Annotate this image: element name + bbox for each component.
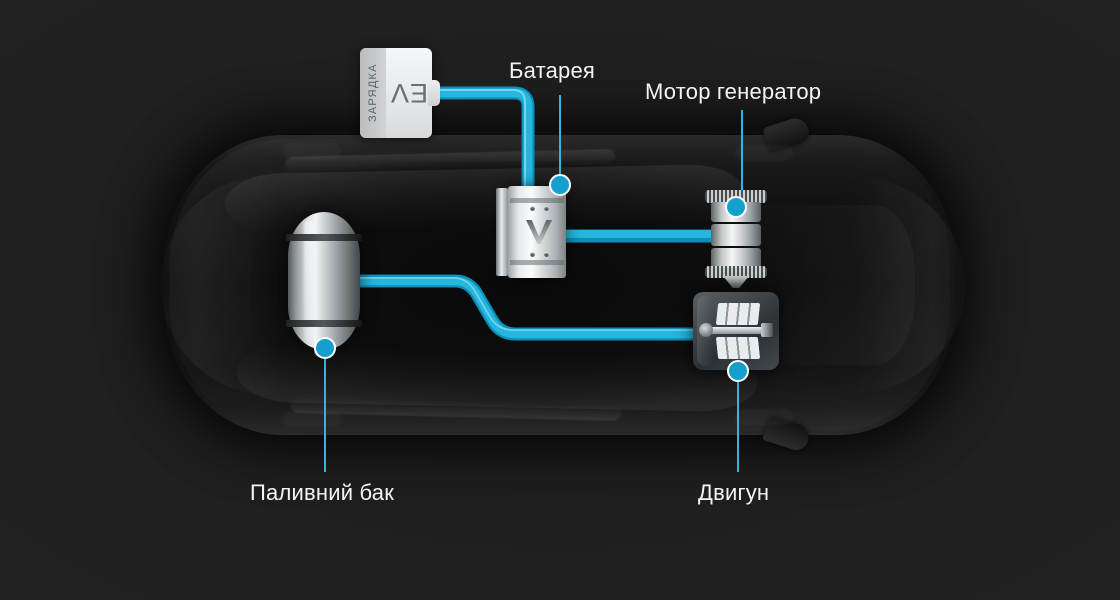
battery-bolt-1	[530, 206, 535, 211]
battery-bolt-4	[544, 252, 549, 257]
fuel-tank-gloss	[304, 220, 313, 342]
fuel-tank-shell	[288, 212, 360, 350]
component-fuel-tank[interactable]	[286, 212, 362, 357]
ev-card-strip	[360, 48, 386, 138]
battery-fin-bottom	[510, 260, 564, 265]
component-battery[interactable]	[496, 186, 568, 278]
ev-charge-card[interactable]: ЗАРЯДКА EV	[360, 48, 440, 138]
label-battery: Батарея	[509, 58, 596, 83]
battery-bolt-2	[544, 206, 549, 211]
fuel-tank-band-bottom	[286, 320, 362, 327]
label-engine: Двигун	[698, 480, 770, 505]
ev-card-primary-label: EV	[389, 78, 429, 109]
marker-fuel-tank[interactable]	[314, 337, 336, 359]
engine-pulley	[699, 323, 713, 337]
motor-segment-2	[711, 224, 761, 246]
pipe-fuel-to-engine	[348, 274, 719, 341]
marker-battery[interactable]	[549, 174, 571, 196]
battery-rail	[496, 188, 508, 276]
ev-card-secondary-label: ЗАРЯДКА	[367, 63, 379, 123]
engine-shaft	[707, 327, 769, 334]
battery-bolt-3	[530, 252, 535, 257]
battery-fin-top	[510, 198, 564, 203]
motor-segment-3	[711, 248, 761, 268]
motor-bottom-flange	[705, 266, 767, 278]
engine-cylinder-bank-bottom	[715, 337, 761, 359]
marker-engine[interactable]	[727, 360, 749, 382]
marker-motor-generator[interactable]	[725, 196, 747, 218]
ev-card-connector-tab	[428, 80, 440, 106]
pipe-battery-to-motor	[560, 229, 735, 243]
component-engine[interactable]	[693, 292, 779, 370]
label-fuel-tank: Паливний бак	[250, 480, 395, 505]
engine-cylinder-bank-top	[715, 303, 761, 325]
engine-accessory	[761, 323, 773, 337]
pipe-charge-to-battery	[421, 86, 535, 197]
fuel-tank-band-top	[286, 234, 362, 241]
label-motor-generator: Мотор генератор	[645, 79, 822, 104]
